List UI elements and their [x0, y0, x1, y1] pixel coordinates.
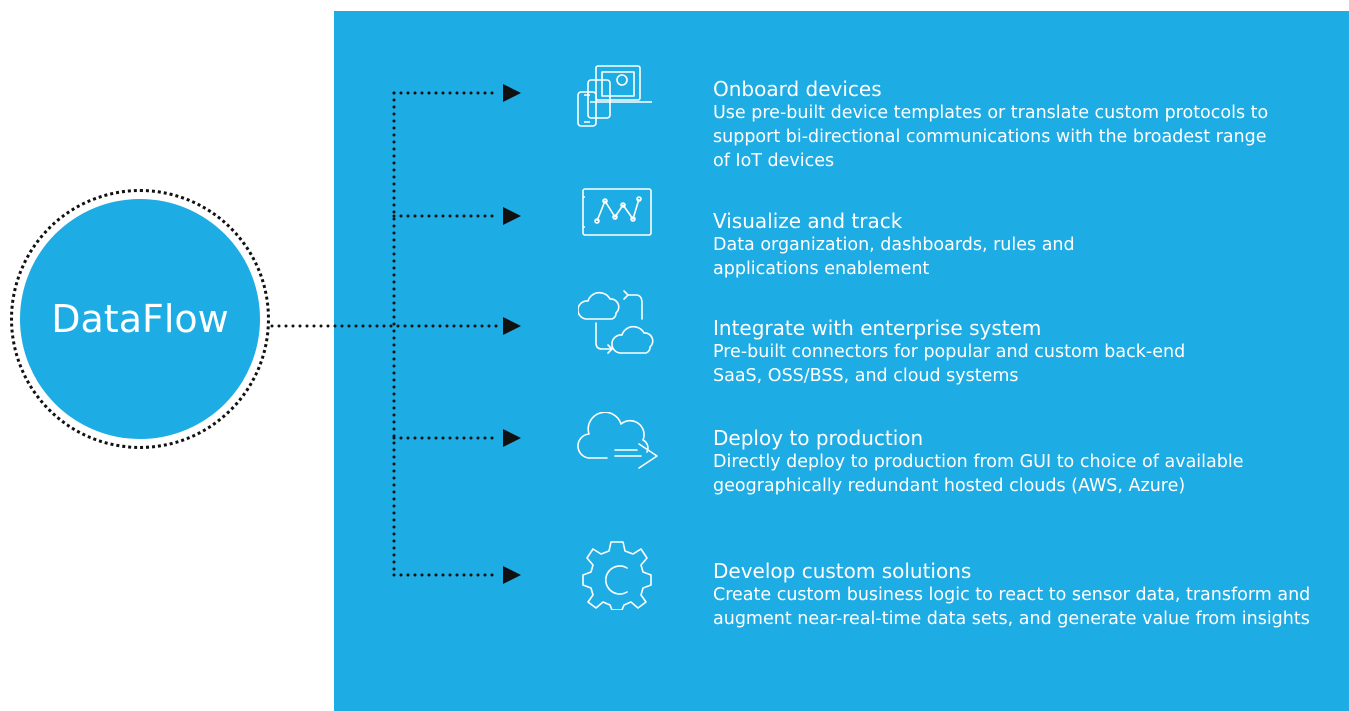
feature-item-develop: Develop custom solutions Create custom b… [713, 559, 1333, 631]
feature-title: Develop custom solutions [713, 559, 972, 583]
features-panel [334, 11, 1349, 711]
feature-title: Onboard devices [713, 77, 882, 101]
devices-icon [577, 65, 652, 127]
arrow-head-2 [503, 207, 521, 225]
arrow-head-1 [503, 84, 521, 102]
feature-item-visualize: Visualize and track Data organization, d… [713, 209, 1333, 281]
arrow-head-4 [503, 429, 521, 447]
hub-dotted-ring [10, 189, 270, 449]
feature-item-onboard: Onboard devices Use pre-built device tem… [713, 77, 1333, 173]
feature-description: Create custom business logic to react to… [713, 585, 1311, 629]
chart-icon [582, 188, 652, 236]
feature-item-deploy: Deploy to production Directly deploy to … [713, 426, 1333, 498]
feature-title: Integrate with enterprise system [713, 316, 1042, 340]
gear-icon [582, 541, 652, 610]
cloud-deploy-icon [577, 412, 658, 469]
arrow-head-3 [503, 317, 521, 335]
feature-title: Visualize and track [713, 209, 903, 233]
feature-description: Directly deploy to production from GUI t… [713, 452, 1244, 496]
feature-description: Data organization, dashboards, rules and… [713, 235, 1075, 279]
feature-description: Use pre-built device templates or transl… [713, 103, 1269, 171]
feature-item-integrate: Integrate with enterprise system Pre-bui… [713, 316, 1333, 388]
feature-title: Deploy to production [713, 426, 924, 450]
feature-description: Pre-built connectors for popular and cus… [713, 342, 1186, 386]
cloud-sync-icon [578, 290, 654, 354]
hub-label: DataFlow [51, 297, 229, 341]
arrow-head-5 [503, 566, 521, 584]
